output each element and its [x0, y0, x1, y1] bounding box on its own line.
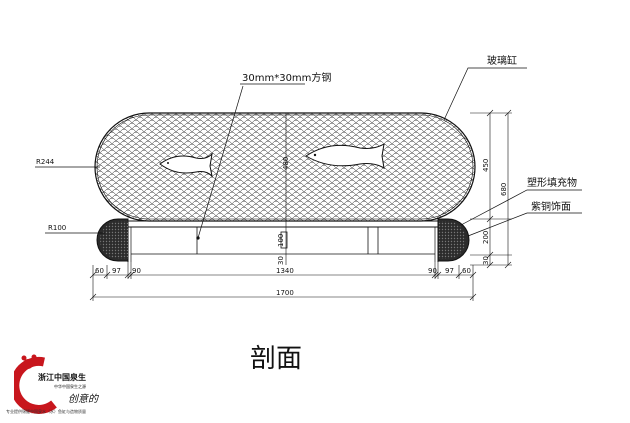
right-dimension-lines: [470, 109, 512, 269]
fish-right-icon: [305, 143, 385, 169]
logo-caption: 专业提供锦鲤中国泉水（水）鱼缸与造物质量: [6, 409, 86, 414]
dim-bottom-right-1: 90: [428, 267, 437, 275]
logo-signature: 创意的: [68, 393, 99, 405]
dim-overall-width: 1700: [276, 289, 294, 297]
dim-right-total: 680: [500, 183, 508, 196]
dim-center-base: 30: [277, 256, 285, 265]
dim-bottom-right-3: 60: [462, 267, 471, 275]
dim-right-base: 30: [482, 256, 490, 265]
leader-glass-tank: [443, 67, 527, 121]
bottom-dimension-lines: [89, 262, 477, 301]
label-steel-tube: 30mm*30mm方钢: [242, 71, 331, 84]
dim-center-tank: 480: [282, 157, 290, 170]
left-bumper: [96, 218, 129, 262]
label-filler: 塑形填充物: [527, 176, 577, 189]
leader-copper: [467, 212, 582, 237]
fish-left-icon: [159, 152, 213, 178]
right-bumper: [437, 218, 470, 262]
label-copper-facing: 紫铜饰面: [531, 200, 571, 213]
leader-filler: [460, 189, 582, 226]
label-glass-tank: 玻璃缸: [487, 54, 517, 67]
logo-text-sub: 中华中国泉生之源: [54, 383, 86, 389]
dim-bottom-middle: 1340: [276, 267, 294, 275]
leader-steel-tube: [196, 83, 305, 240]
section-title: 剖面: [250, 344, 303, 374]
dim-bottom-left-1: 60: [95, 267, 104, 275]
label-r100: R100: [48, 224, 66, 232]
dim-bottom-right-2: 97: [445, 267, 454, 275]
brand-logo: 浙江中国泉生 中华中国泉生之源 创意的: [14, 354, 99, 414]
dim-bottom-left-2: 97: [112, 267, 121, 275]
dim-bottom-left-3: 90: [132, 267, 141, 275]
dim-right-upper: 450: [482, 159, 490, 172]
dim-right-lower: 200: [482, 231, 490, 244]
label-r244: R244: [36, 158, 55, 166]
logo-text-main: 浙江中国泉生: [38, 372, 86, 382]
